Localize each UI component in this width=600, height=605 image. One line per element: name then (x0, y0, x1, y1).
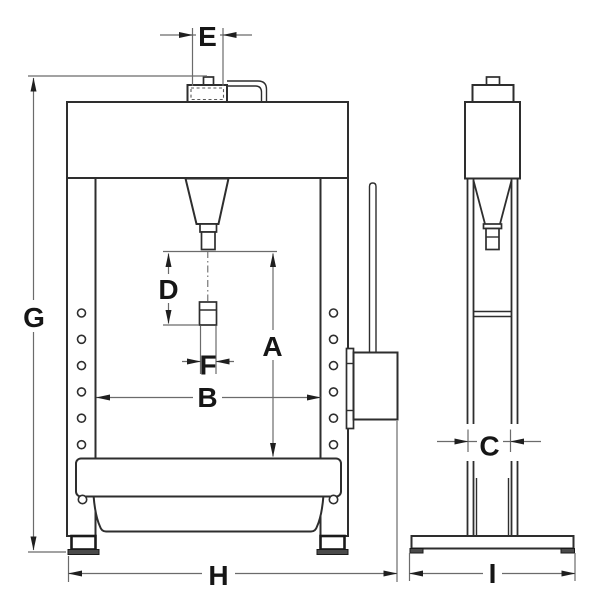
side-pump-block (471, 84, 515, 103)
column-hole (328, 334, 339, 345)
top-pump-unit (186, 76, 268, 103)
dimension-D: D (154, 253, 199, 326)
front-view (66, 76, 399, 555)
side-ram-cone-edge (499, 180, 513, 225)
table-tray (92, 494, 325, 533)
side-rails-upper (466, 178, 519, 424)
dimension-label-B: B (197, 382, 217, 413)
column-hole (76, 413, 87, 424)
label-mask (202, 560, 235, 588)
side-pump-assembly (345, 182, 399, 430)
column-hole (328, 387, 339, 397)
dimension-label-G: G (23, 302, 45, 333)
side-ram-nose-tip (485, 227, 500, 251)
pump-cap (202, 76, 215, 86)
column-hole (76, 360, 87, 371)
dimension-C: C (437, 429, 541, 462)
pump-body (352, 351, 399, 421)
dimension-label-C: C (479, 431, 499, 462)
table-pin (328, 494, 339, 505)
dimension-B: B (96, 382, 321, 413)
table-plate (75, 457, 342, 498)
dimension-label-F: F (199, 350, 216, 381)
pump-block (186, 84, 228, 103)
hose-bracket-inner (227, 85, 263, 102)
column-hole (328, 439, 339, 450)
label-mask (193, 384, 222, 411)
column-holes (76, 308, 339, 450)
label-mask (201, 351, 215, 377)
dimension-label-H: H (208, 560, 228, 591)
dimension-label-D: D (158, 274, 178, 305)
label-mask (20, 300, 48, 332)
column-hole (76, 308, 87, 318)
ram-cone (184, 177, 230, 225)
ram-assembly (184, 177, 230, 326)
column-hole (328, 360, 339, 371)
label-mask (483, 558, 502, 586)
side-base (409, 535, 575, 554)
column-hole (328, 308, 339, 318)
dimension-G: G (20, 75, 207, 553)
dimension-H: H (67, 421, 398, 591)
side-cross-brace (473, 310, 512, 318)
work-table (75, 457, 342, 533)
side-ram-cone-edge (472, 180, 486, 225)
base-plate (410, 535, 575, 550)
dimension-label-I: I (489, 558, 497, 589)
side-cylinder-body (464, 101, 521, 180)
dimension-label-A: A (262, 331, 282, 362)
column-hole (76, 387, 87, 397)
hose-bracket-outer (227, 80, 268, 102)
dimension-F: F (182, 326, 234, 381)
press-pin-block (198, 301, 218, 326)
base-foot-pad (560, 548, 575, 554)
base-foot-pad (409, 548, 424, 554)
dimension-annotations: E G D A (20, 21, 576, 591)
ram-nose-tip (200, 231, 216, 251)
label-mask (477, 430, 503, 458)
column-hole (328, 413, 339, 424)
dimension-A: A (259, 253, 287, 457)
foot-pad (67, 549, 100, 555)
front-feet (67, 534, 349, 555)
label-mask (259, 330, 287, 360)
column-hole (76, 439, 87, 450)
side-view (409, 76, 575, 554)
label-mask (154, 274, 183, 303)
label-mask (196, 24, 220, 48)
dimension-I: I (408, 553, 576, 589)
pump-mount-bracket (345, 347, 355, 430)
front-top-beam (66, 101, 349, 179)
foot-block (319, 534, 346, 551)
foot-pad (316, 549, 349, 555)
table-pin (77, 494, 88, 505)
side-rails-lower (466, 461, 519, 536)
ram-nose-collar (199, 223, 218, 233)
side-pump-cap (485, 76, 501, 86)
column-hole (76, 334, 87, 345)
dimension-label-E: E (198, 21, 217, 52)
pump-handle (368, 182, 377, 353)
foot-block (70, 534, 97, 551)
side-ram (472, 180, 513, 251)
